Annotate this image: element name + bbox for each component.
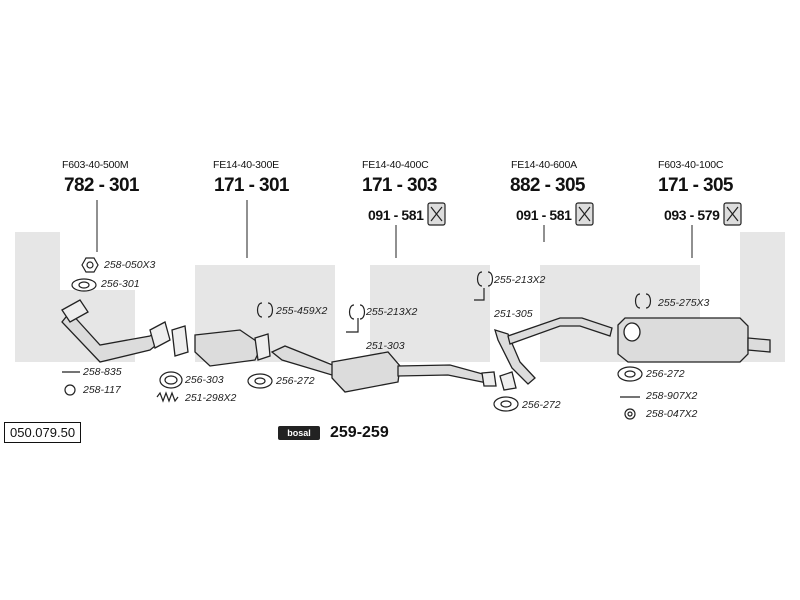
part-label[interactable]: 256-272 <box>646 368 685 380</box>
part-label[interactable]: 256-303 <box>185 374 224 386</box>
part-label[interactable]: 256-272 <box>276 375 315 387</box>
part-label[interactable]: 255-213X2 <box>494 274 546 286</box>
oe-number: FE14-40-600A <box>511 159 577 171</box>
leader-lines <box>96 200 693 258</box>
part-number[interactable]: 171 - 305 <box>658 175 733 196</box>
oe-number: F603-40-500M <box>62 159 129 171</box>
part-label[interactable]: 258-835 <box>83 366 122 378</box>
part-number[interactable]: 882 - 305 <box>510 175 585 196</box>
oe-number: FE14-40-300E <box>213 159 279 171</box>
part-label[interactable]: 255-213X2 <box>366 306 418 318</box>
part-number[interactable]: 171 - 301 <box>214 175 289 196</box>
part-label[interactable]: 258-050X3 <box>104 259 156 271</box>
part-number[interactable]: 171 - 303 <box>362 175 437 196</box>
part-label[interactable]: 251-298X2 <box>185 392 237 404</box>
hanger-icons <box>427 202 742 226</box>
hardware-parts <box>62 257 652 420</box>
part-label[interactable]: 251-305 <box>494 308 533 320</box>
part-label[interactable]: 258-117 <box>83 384 121 396</box>
part-label[interactable]: 256-272 <box>522 399 561 411</box>
hardware-kit-number[interactable]: 091 - 581 <box>516 207 572 223</box>
part-label[interactable]: 256-301 <box>101 278 140 290</box>
bosal-logo: bosal <box>278 426 320 440</box>
part-label[interactable]: 258-907X2 <box>646 390 698 402</box>
oe-number: FE14-40-400C <box>362 159 429 171</box>
hardware-kit-number[interactable]: 091 - 581 <box>368 207 424 223</box>
part-label[interactable]: 258-047X2 <box>646 408 698 420</box>
catalog-number: 050.079.50 <box>4 422 82 443</box>
oe-number: F603-40-100C <box>658 159 724 171</box>
assembly-number[interactable]: 259-259 <box>330 424 389 441</box>
part-number[interactable]: 782 - 301 <box>64 175 139 196</box>
hardware-kit-number[interactable]: 093 - 579 <box>664 207 720 223</box>
part-label[interactable]: 255-459X2 <box>276 305 328 317</box>
exhaust-system <box>61 299 771 393</box>
part-label[interactable]: 251-303 <box>366 340 405 352</box>
part-label[interactable]: 255-275X3 <box>658 297 710 309</box>
